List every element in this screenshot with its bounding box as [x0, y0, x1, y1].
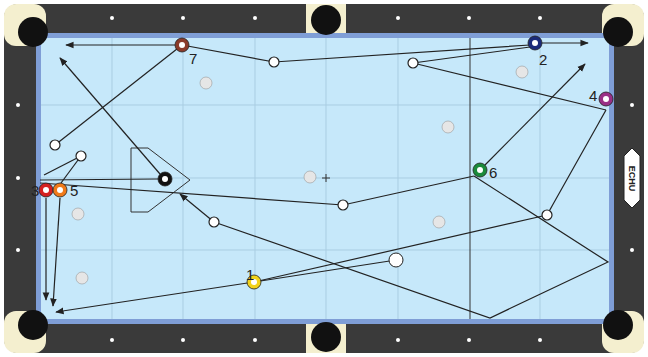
ball-spot [532, 40, 538, 46]
callout-number: 4 [588, 88, 598, 103]
ball-spot [57, 187, 63, 193]
rail-diamond [16, 103, 20, 107]
ball-path [254, 215, 547, 282]
ball-path [40, 183, 343, 205]
rail-diamond [253, 338, 257, 342]
ball-path [343, 176, 474, 205]
ball-position [304, 171, 316, 183]
ball-spot [179, 42, 185, 48]
pocket [18, 310, 48, 340]
rail-diamond [110, 16, 114, 20]
pocket [603, 17, 633, 47]
cue-ball-ghost [76, 151, 86, 161]
ball-path [254, 260, 396, 282]
grid-line [41, 105, 609, 106]
callout-number: 2 [538, 52, 548, 67]
object-ball [528, 36, 542, 50]
object-ball [175, 38, 189, 52]
ball-spot [162, 176, 168, 182]
ball-position [72, 208, 84, 220]
rail-diamond [538, 338, 542, 342]
object-ball [158, 172, 172, 186]
ball-position [200, 77, 212, 89]
rail-diamond [16, 176, 20, 180]
callout-number: 7 [188, 51, 198, 66]
ball-path [214, 176, 608, 318]
ball-path [413, 63, 606, 110]
cue-ball-ghost [338, 200, 348, 210]
cue-ball-ghost [542, 210, 552, 220]
rail-diamond [396, 338, 400, 342]
ball-path-arrow [60, 58, 160, 174]
pocket [311, 5, 341, 35]
rail-diamond [630, 248, 634, 252]
center-spot [322, 174, 330, 182]
object-ball [39, 183, 53, 197]
ball-path [55, 45, 182, 145]
ball-path-arrow [45, 198, 46, 300]
brand-logo-text: ECHU [627, 164, 636, 192]
object-ball [473, 163, 487, 177]
cue-ball [389, 253, 403, 267]
object-ball [599, 92, 613, 106]
ball-path [40, 179, 158, 180]
rail-diamond [181, 16, 185, 20]
rack-outline [131, 148, 190, 212]
ball-position [516, 66, 528, 78]
ball-position [442, 121, 454, 133]
pocket [311, 322, 341, 352]
ball-path [182, 45, 530, 62]
callout-number: 5 [69, 183, 79, 198]
cue-ball-ghost [50, 140, 60, 150]
object-ball [53, 183, 67, 197]
head-string [470, 38, 471, 319]
cue-ball-ghost [408, 58, 418, 68]
ball-path [547, 110, 606, 215]
rail-diamond [16, 248, 20, 252]
rail [4, 4, 644, 353]
rail-diamond [467, 16, 471, 20]
pocket [603, 310, 633, 340]
ball-path-arrow [485, 64, 585, 165]
ball-path-arrow [542, 42, 588, 43]
ball-spot [477, 167, 483, 173]
pocket [18, 17, 48, 47]
corner-cap [602, 311, 644, 353]
ball-path-arrow [53, 198, 60, 306]
callout-number: 6 [488, 165, 498, 180]
ball-path [44, 156, 81, 175]
rail-diamond [467, 338, 471, 342]
ball-position [433, 216, 445, 228]
cue-ball-ghost [209, 217, 219, 227]
rail-diamond [538, 16, 542, 20]
rail-diamond [253, 16, 257, 20]
ball-path [413, 47, 530, 63]
ball-path-arrow [180, 194, 214, 222]
cue-ball-ghost [269, 57, 279, 67]
logo-badge [624, 148, 640, 208]
callout-number: 3 [30, 183, 40, 198]
rail-diamond [181, 338, 185, 342]
ball-path-arrow [66, 44, 175, 45]
rail-diamond [396, 16, 400, 20]
cloth [41, 38, 609, 319]
rail-diamond [110, 338, 114, 342]
ball-position [76, 272, 88, 284]
rail-diamond [630, 103, 634, 107]
ball-path-arrow [56, 282, 254, 312]
ball-spot [43, 187, 49, 193]
corner-cap [602, 4, 644, 46]
grid-line [41, 250, 609, 251]
ball-spot [603, 96, 609, 102]
cushion [36, 33, 614, 324]
callout-number: 1 [245, 267, 255, 282]
